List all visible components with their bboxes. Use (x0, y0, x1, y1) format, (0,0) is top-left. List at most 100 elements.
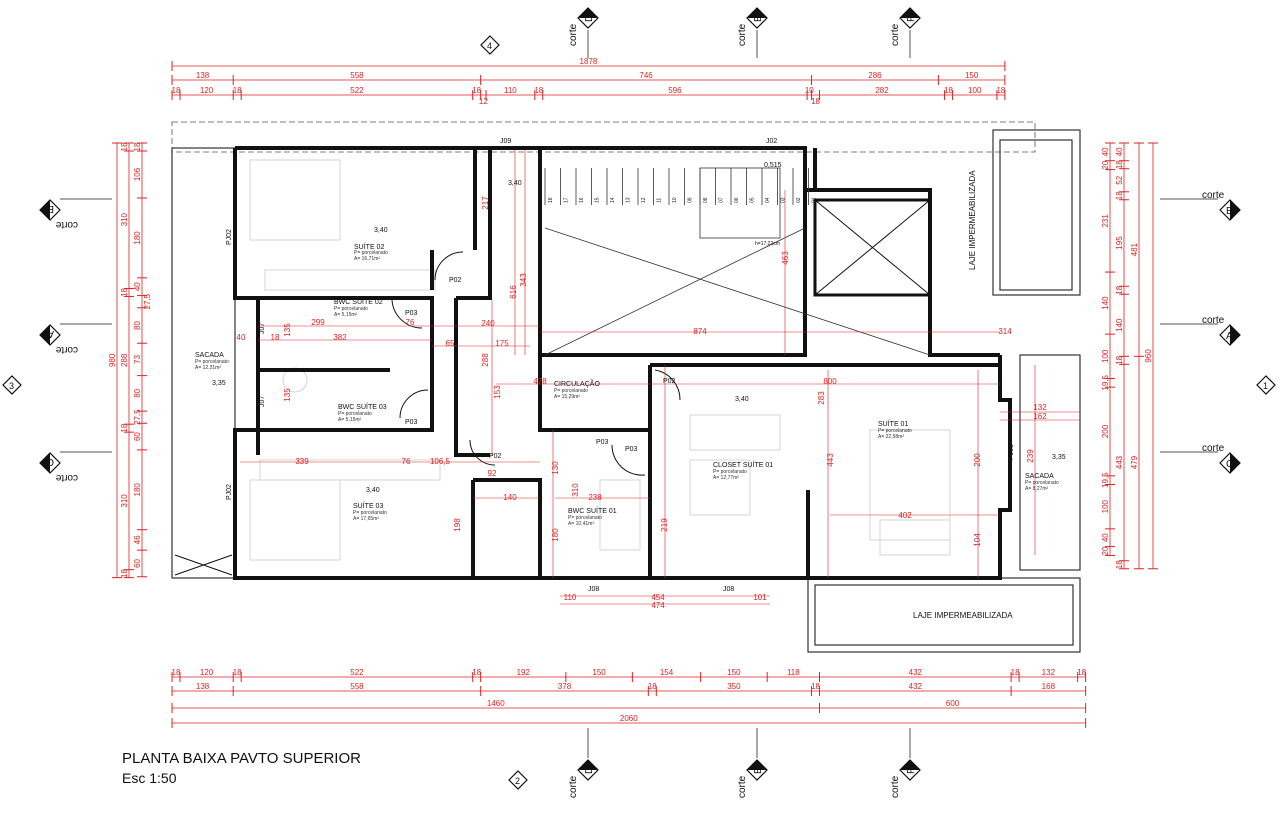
dimension-label: 110 (504, 86, 517, 95)
section-marker-word: corte (1202, 443, 1225, 454)
dimension-label: 138 (196, 682, 210, 691)
dimension-label: 18 (1115, 191, 1124, 200)
interior-dimension-label: 180 (551, 528, 560, 542)
dimension-label: 18 (172, 86, 181, 95)
dimension-label: 150 (965, 71, 979, 80)
svg-text:PJ02: PJ02 (226, 229, 233, 245)
interior-dimension-label: 339 (295, 457, 309, 466)
interior-dimension-label: 310 (571, 483, 580, 497)
svg-text:A= 5,15m²: A= 5,15m² (338, 417, 362, 423)
svg-text:3,40: 3,40 (366, 487, 380, 494)
room-sacada-left: SACADA P= porcelanato A= 12,21m² 3,35 (195, 352, 229, 387)
svg-text:A= 10,41m²: A= 10,41m² (568, 521, 594, 527)
stair-step-number: 05 (750, 197, 756, 203)
interior-dimension-label: 135 (283, 388, 292, 402)
svg-text:P02: P02 (663, 378, 676, 385)
svg-text:P= porcelanato: P= porcelanato (568, 515, 602, 521)
dimension-label: 18 (944, 86, 953, 95)
dimension-label: 19,5 (1101, 472, 1110, 488)
interior-dimension-label: 40 (237, 333, 246, 342)
svg-text:P= porcelanato: P= porcelanato (554, 388, 588, 394)
dimension-label: 18 (1115, 560, 1124, 569)
svg-text:3,35: 3,35 (1052, 454, 1066, 461)
interior-dimension-label: 110 (564, 593, 577, 602)
room-suite-03: 3,40 SUÍTE 03 P= porcelanato A= 17,65m² (353, 487, 387, 522)
dimension-label: 60 (133, 432, 142, 441)
svg-text:A= 22,58m²: A= 22,58m² (878, 434, 904, 440)
room-laje-top: LAJE IMPERMEABILIZADA (968, 170, 977, 270)
svg-text:BWC SUÍTE 01: BWC SUÍTE 01 (568, 506, 617, 515)
interior-dimension-label: 135 (283, 323, 292, 337)
section-marker-word: corte (737, 775, 748, 798)
interior-dimension-label: 454 (651, 593, 665, 602)
section-marker-letter: E (47, 203, 54, 214)
dimension-label: 168 (1042, 682, 1056, 691)
dimension-label: 18 (1011, 668, 1020, 677)
dimension-label: 195 (1115, 236, 1124, 250)
svg-text:P= porcelanato: P= porcelanato (338, 411, 372, 417)
svg-text:P= porcelanato: P= porcelanato (354, 250, 388, 256)
dimension-label: 378 (558, 682, 572, 691)
walls (233, 146, 1012, 580)
facade-marker-left: 3 (2, 375, 22, 395)
room-bwc-suite-03: BWC SUÍTE 03 P= porcelanato A= 5,15m² (338, 402, 387, 423)
svg-text:PJ02: PJ02 (226, 484, 233, 500)
drawing-scale: Esc 1:50 (122, 770, 177, 786)
stair-step-number: 14 (610, 197, 616, 203)
interior-dimension-label: 402 (898, 511, 912, 520)
section-marker-arrow (747, 8, 767, 18)
slab-outlines (171, 129, 1081, 653)
stair-step-number: 17 (564, 197, 570, 203)
svg-text:P= porcelanato: P= porcelanato (1025, 480, 1059, 486)
stair-step-number: 13 (626, 197, 632, 203)
section-marker-word: corte (568, 23, 579, 46)
svg-text:SUÍTE 02: SUÍTE 02 (354, 242, 384, 251)
svg-text:P= porcelanato: P= porcelanato (353, 510, 387, 516)
dimension-label: 558 (350, 682, 364, 691)
svg-text:A= 15,29m²: A= 15,29m² (554, 394, 580, 400)
dimension-label: 150 (592, 668, 606, 677)
dimension-label: 100 (1101, 349, 1110, 363)
interior-dimension-label: 478 (533, 377, 547, 386)
svg-text:J07: J07 (259, 323, 266, 334)
dimension-label: 52 (1115, 175, 1124, 184)
dimension-label: 1878 (580, 57, 598, 66)
section-marker-letter: B (753, 15, 764, 22)
dimension-label: 140 (1101, 296, 1110, 310)
dimension-label: 100 (1101, 499, 1110, 513)
interior-dimension-label: 288 (481, 353, 490, 367)
dimension-label: 106 (133, 167, 142, 181)
room-suite-01: SUÍTE 01 P= porcelanato A= 22,58m² (878, 419, 912, 440)
dimension-label: 18 (811, 97, 820, 106)
section-marker-letter: C (47, 456, 54, 467)
stair-step-number: 01 (812, 197, 818, 203)
section-marker-word: corte (890, 23, 901, 46)
svg-text:P03: P03 (405, 310, 418, 317)
interior-dimension-label: 314 (998, 327, 1012, 336)
interior-dimension-label: 65 (446, 339, 455, 348)
dimension-label: 27,5 (133, 409, 142, 425)
void-shaft (813, 198, 932, 297)
interior-dimension-label: 800 (823, 377, 837, 386)
facade-marker-number: 4 (487, 41, 492, 51)
dimension-label: 18 (1115, 285, 1124, 294)
section-marker-arrow (578, 8, 598, 18)
svg-text:BWC SUÍTE 03: BWC SUÍTE 03 (338, 402, 387, 411)
section-marker-word: corte (1202, 315, 1225, 326)
room-circulacao: CIRCULAÇÃO P= porcelanato A= 15,29m² 3,4… (508, 180, 600, 400)
facade-marker-diamond (508, 770, 528, 790)
svg-text:A= 12,77m²: A= 12,77m² (713, 475, 739, 481)
dimension-label: 479 (1130, 455, 1139, 469)
section-marker-letter: F (906, 768, 917, 774)
dimension-label: 118 (787, 668, 800, 677)
dimension-label: 18 (472, 668, 481, 677)
room-suite-02: 3,40 SUÍTE 02 P= porcelanato A= 16,71m² (354, 227, 388, 262)
